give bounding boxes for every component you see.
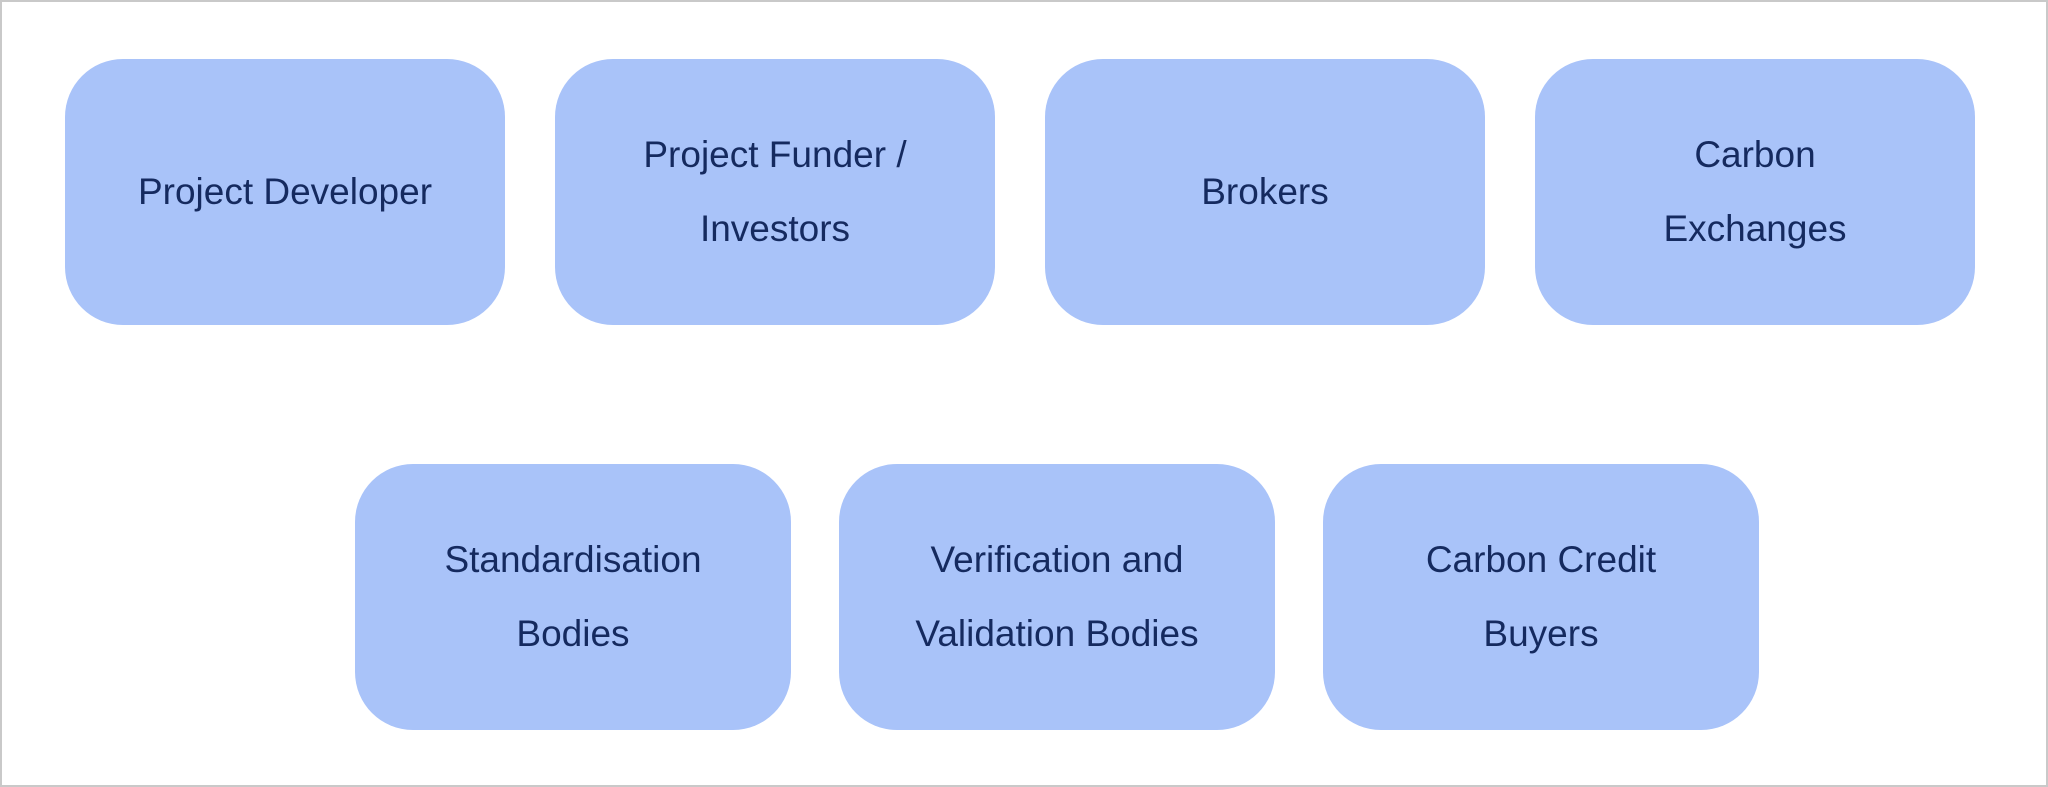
node-label: Verification and [930,539,1184,580]
node-label: Investors [699,208,851,249]
node-carbon-exchanges: Carbon Exchanges [1535,59,1975,325]
node-label: Project Funder / [643,134,907,175]
node-verification-validation-bodies: Verification and Validation Bodies [839,464,1275,730]
node-project-funder-investors: Project Funder / Investors [555,59,995,325]
node-label: Carbon [1694,134,1816,175]
node-standardisation-bodies: Standardisation Bodies [355,464,791,730]
node-label: Standardisation [444,539,702,580]
node-project-developer: Project Developer [65,59,505,325]
node-label: Carbon Credit [1425,539,1657,580]
node-label: Brokers [1201,171,1329,212]
node-label: Bodies [516,613,630,654]
node-label: Validation Bodies [915,613,1199,654]
node-label: Buyers [1483,613,1599,654]
node-label: Project Developer [137,171,433,212]
node-label: Exchanges [1663,208,1847,249]
node-brokers: Brokers [1045,59,1485,325]
node-carbon-credit-buyers: Carbon Credit Buyers [1323,464,1759,730]
